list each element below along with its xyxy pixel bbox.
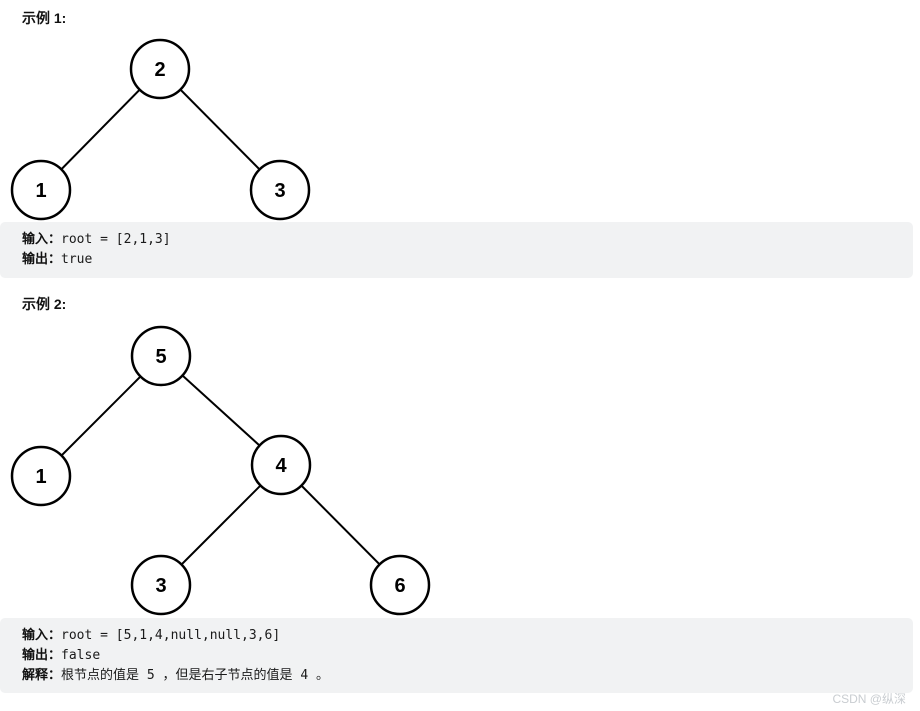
tree-node-value-3: 3 <box>155 575 166 597</box>
example-1-io-block: 输入：root = [2,1,3] 输出：true <box>0 222 913 278</box>
input-value: root = [2,1,3] <box>61 232 171 247</box>
tree-node-circle-4 <box>250 434 312 496</box>
output-value: false <box>61 648 101 663</box>
output-value: true <box>61 252 93 267</box>
tree-node-value-3: 3 <box>274 180 285 202</box>
tree-node-value-6: 6 <box>394 575 405 597</box>
tree-node-circle-5 <box>130 325 192 387</box>
tree-node-circle-3 <box>249 159 311 221</box>
explanation-value: 根节点的值是 5 ，但是右子节点的值是 4 。 <box>61 668 329 683</box>
output-line: 输出：false <box>22 646 901 666</box>
tree-node-value-5: 5 <box>155 346 166 368</box>
tree-node-circle-6 <box>369 554 431 616</box>
binary-tree-diagram-example-2: 5 1 4 3 6 <box>10 325 431 616</box>
csdn-watermark: CSDN @纵深 <box>832 692 906 706</box>
tree-node-value-1: 1 <box>35 180 46 202</box>
tree-node-value-1: 1 <box>35 466 46 488</box>
tree-node-value-4: 4 <box>275 455 287 477</box>
example-2-heading: 示例 2: <box>22 296 67 312</box>
input-label: 输入： <box>22 628 62 643</box>
output-line: 输出：true <box>22 250 901 270</box>
example-1-heading: 示例 1: <box>22 10 67 26</box>
tree-node-circle-1 <box>10 445 72 507</box>
tree-node-circle-2 <box>129 38 191 100</box>
input-line: 输入：root = [5,1,4,null,null,3,6] <box>22 626 901 646</box>
binary-tree-diagram-example-1: 2 1 3 <box>10 38 311 221</box>
output-label: 输出： <box>22 648 62 663</box>
tree-node-value-2: 2 <box>154 59 165 81</box>
input-line: 输入：root = [2,1,3] <box>22 230 901 250</box>
tree-node-circle-3 <box>130 554 192 616</box>
explanation-label: 解释： <box>22 668 62 683</box>
output-label: 输出： <box>22 252 62 267</box>
explanation-line: 解释：根节点的值是 5 ，但是右子节点的值是 4 。 <box>22 666 901 686</box>
tree-node-circle-1 <box>10 159 72 221</box>
input-label: 输入： <box>22 232 62 247</box>
example-2-io-block: 输入：root = [5,1,4,null,null,3,6] 输出：false… <box>0 618 913 693</box>
input-value: root = [5,1,4,null,null,3,6] <box>61 628 281 643</box>
